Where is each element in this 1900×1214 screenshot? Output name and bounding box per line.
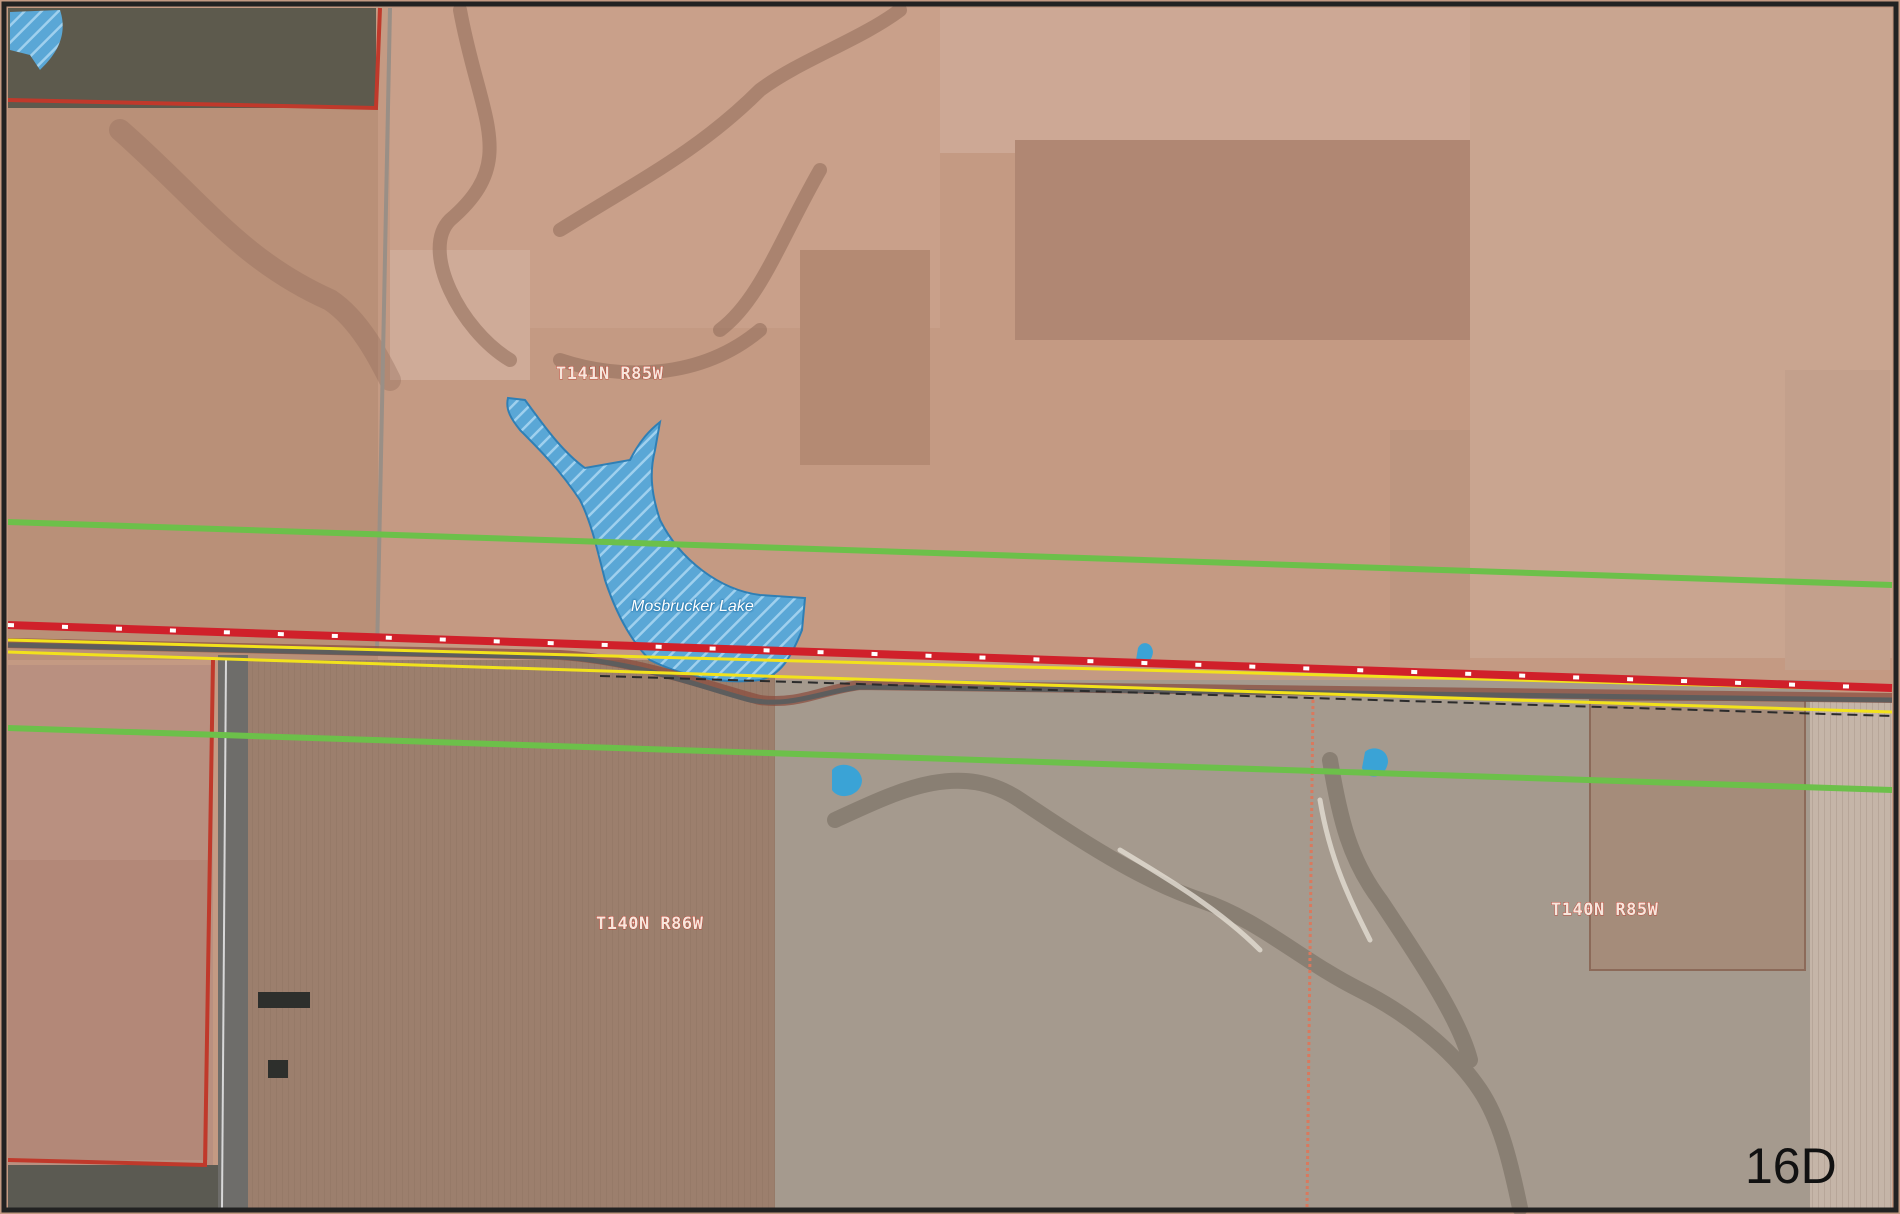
field-north-4 <box>1015 140 1470 340</box>
field-south-east <box>1590 700 1805 970</box>
highway-yellow-dashes <box>599 675 1893 717</box>
parcel-top-left <box>8 8 376 108</box>
field-north-7 <box>1390 430 1470 660</box>
highway-yellow-south <box>7 650 1893 714</box>
field-bottom-left-dark <box>8 1165 223 1208</box>
township-label-south-east: T140N R85W <box>1551 900 1659 921</box>
highway-yellow-north <box>7 638 1893 692</box>
field-north-3 <box>940 8 1470 153</box>
field-north-1 <box>8 100 378 660</box>
lake-mosbrucker[interactable] <box>506 396 807 683</box>
parcel-boundary-south-west <box>7 659 215 1168</box>
field-north-9 <box>1785 370 1890 670</box>
township-label-south-west: T140N R86W <box>596 914 704 935</box>
section-line-south <box>1305 699 1315 1209</box>
drainage-west <box>109 119 401 391</box>
road-north-south-south-edge <box>221 659 227 1209</box>
drainage-north <box>432 3 907 380</box>
field-south-far-east-furrows <box>1810 700 1892 1208</box>
farm-building-1 <box>258 992 310 1008</box>
parcel-top-left-boundary <box>7 7 382 111</box>
drainage-south <box>827 752 1528 1214</box>
sheet-number: 16D <box>1745 1138 1837 1194</box>
corridor-line-north <box>7 519 1893 588</box>
pond-south-1 <box>832 764 862 797</box>
centerline-white-ticks <box>7 623 1893 690</box>
highway-road <box>7 642 1893 705</box>
township-label-north: T141N R85W <box>556 364 664 385</box>
water-top-left <box>10 10 63 70</box>
drainage-south-light <box>1117 797 1373 953</box>
road-north-south-north <box>375 7 392 656</box>
field-south-west-lower <box>8 860 208 1160</box>
lake-label: Mosbrucker Lake <box>631 598 754 615</box>
pond-south-2 <box>1362 748 1388 777</box>
farm-building-2 <box>268 1060 288 1078</box>
corridor-line-south <box>7 725 1893 793</box>
field-north-6 <box>800 250 930 465</box>
